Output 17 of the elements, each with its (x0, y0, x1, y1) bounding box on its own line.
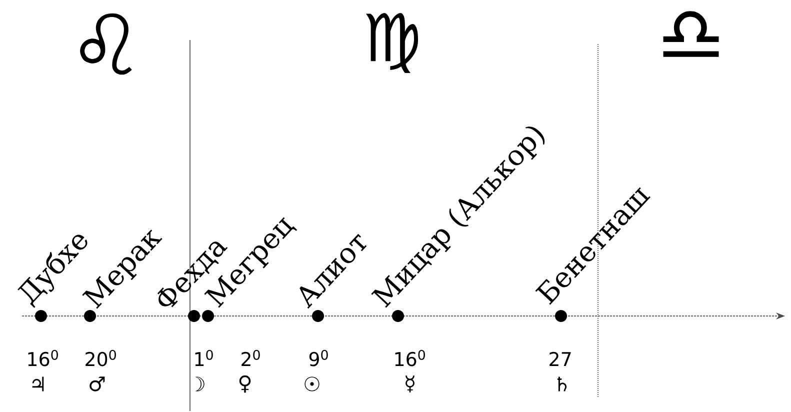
zodiac-sign: ♍ (366, 12, 418, 74)
degree-label: 16$^{0}$ (28, 350, 58, 366)
degree-label: 27 (550, 352, 571, 366)
planet-symbol: ♂ (90, 376, 105, 392)
degree-label: 16$^{0}$ (395, 350, 425, 366)
planet-symbol: ♃ (32, 376, 44, 392)
degree-label: 2$^{0}$ (242, 350, 260, 366)
planet-symbol: ☿ (406, 376, 414, 392)
planet-symbol: ♀ (239, 375, 251, 393)
degree-label: 20$^{0}$ (86, 350, 116, 366)
degree-label: 1$^{0}$ (195, 350, 213, 366)
planet-symbol: ♄ (557, 376, 567, 392)
planet-symbol: ☉ (304, 376, 320, 392)
degree-label: 9$^{0}$ (309, 350, 328, 366)
zodiac-sign: ♎ (663, 11, 719, 57)
zodiac-sign: ♌ (80, 13, 132, 75)
planet-symbol: ☽ (195, 376, 204, 392)
